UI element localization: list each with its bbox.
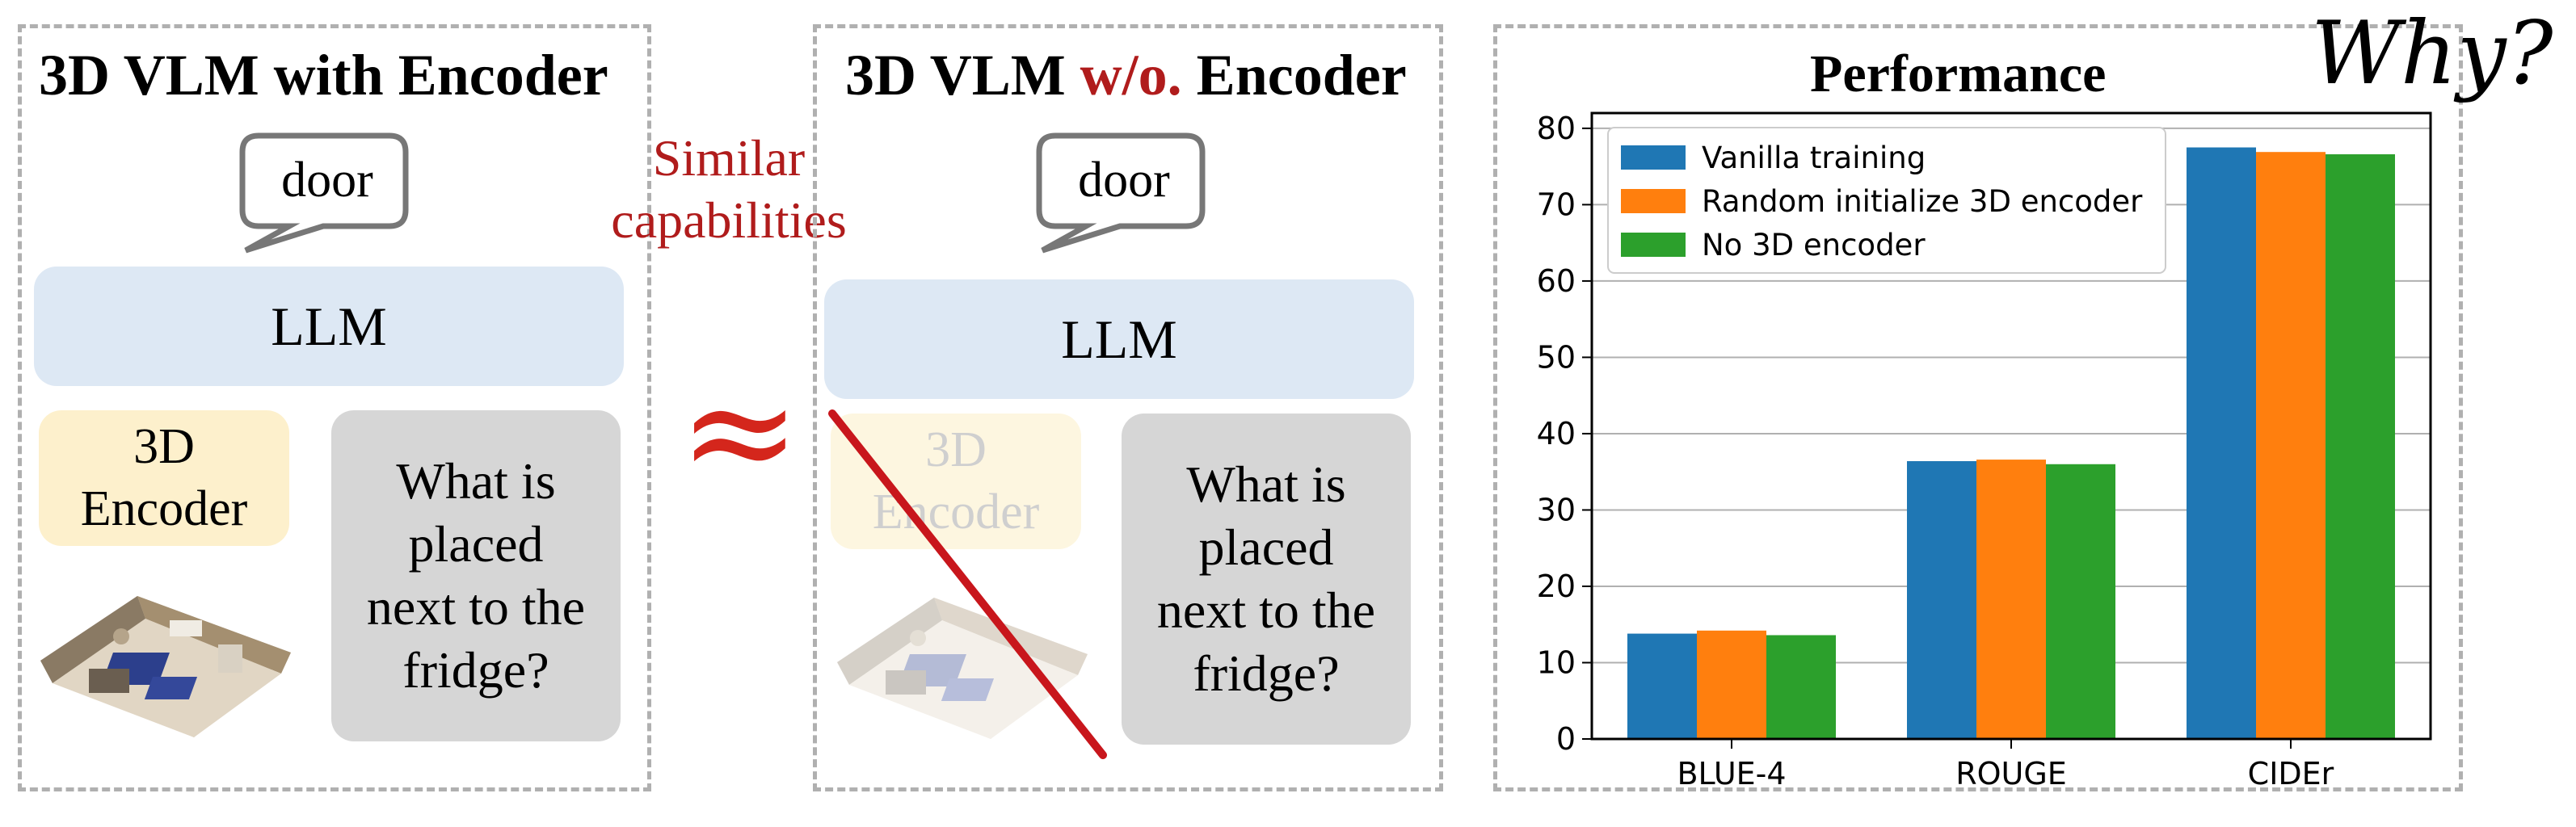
bar [2326, 154, 2395, 739]
bar [1976, 460, 2046, 739]
y-tick-label: 20 [1537, 569, 1576, 604]
legend-swatch [1621, 189, 1686, 213]
question-line: next to the [1156, 581, 1376, 639]
y-tick-label: 30 [1537, 492, 1576, 527]
title-prefix: 3D VLM [845, 43, 1080, 107]
x-tick-label: ROUGE [1955, 756, 2067, 791]
legend-swatch [1621, 145, 1686, 170]
question-block: What is placed next to the fridge? [331, 410, 621, 741]
bar [2187, 147, 2256, 739]
legend-label: No 3D encoder [1702, 228, 1926, 262]
bar [1627, 633, 1697, 739]
panel-without-encoder [813, 24, 1443, 791]
title-highlight: w/o. [1080, 43, 1182, 107]
encoder-label-line1: 3D [925, 422, 987, 477]
y-tick-label: 50 [1537, 339, 1576, 375]
question-line: fridge? [402, 641, 549, 699]
question-line: What is [1186, 455, 1346, 513]
llm-block: LLM [34, 267, 624, 386]
strike-through-line [828, 409, 1107, 759]
y-tick-label: 70 [1537, 187, 1576, 222]
question-line: What is [396, 451, 556, 510]
similar-line2: capabilities [611, 191, 847, 249]
approx-symbol: ≈ [679, 347, 801, 516]
answer-bubble-text: door [1078, 153, 1170, 208]
y-tick-label: 0 [1556, 721, 1576, 757]
panel-performance [1493, 24, 2463, 791]
x-tick-label: CIDEr [2248, 756, 2334, 791]
plot-frame [1590, 111, 2432, 741]
bar [1907, 460, 1976, 739]
question-line: placed [408, 514, 544, 573]
why-label: Why? [2311, 3, 2553, 104]
encoder-label-line1: 3D [133, 418, 195, 474]
speech-bubble-icon [239, 132, 409, 254]
legend-label: Random initialize 3D encoder [1702, 184, 2143, 219]
chart-title: Performance [1810, 44, 2107, 103]
legend-box [1607, 127, 2166, 274]
bar [2256, 152, 2326, 739]
3d-scene-image-faded [837, 598, 1088, 739]
llm-block: LLM [824, 279, 1414, 399]
question-line: placed [1198, 518, 1334, 576]
similar-capabilities-label: Similar capabilities [600, 128, 858, 252]
title-suffix: Encoder [1181, 43, 1407, 107]
x-tick-label: BLUE-4 [1677, 756, 1786, 791]
question-line: fridge? [1193, 644, 1340, 703]
y-tick-label: 80 [1537, 111, 1576, 146]
y-tick-label: 40 [1537, 416, 1576, 451]
speech-bubble-icon [1036, 132, 1206, 254]
3d-scene-image [40, 596, 291, 737]
legend-swatch [1621, 233, 1686, 257]
encoder-block: 3D Encoder [39, 410, 289, 546]
answer-bubble-text: door [281, 153, 373, 208]
bar [1697, 630, 1766, 739]
question-line: next to the [366, 578, 586, 636]
panel-title-with-encoder: 3D VLM with Encoder [39, 43, 608, 107]
panel-with-encoder [18, 24, 651, 791]
bar [1766, 635, 1836, 739]
legend-label: Vanilla training [1702, 141, 1926, 175]
y-tick-label: 10 [1537, 644, 1576, 680]
similar-line1: Similar [652, 129, 806, 187]
question-block: What is placed next to the fridge? [1122, 414, 1411, 745]
encoder-label-line2: Encoder [80, 481, 248, 536]
y-tick-label: 60 [1537, 263, 1576, 299]
bar [2046, 464, 2115, 739]
panel-title-without-encoder: 3D VLM w/o. Encoder [845, 42, 1407, 109]
